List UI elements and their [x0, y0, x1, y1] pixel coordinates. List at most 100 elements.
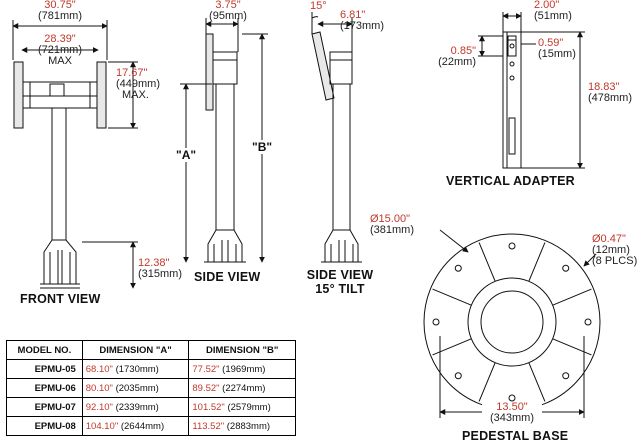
table-row: EPMU-07 92.10" (2339mm) 101.52" (2579mm)	[6, 397, 296, 417]
table-row: EPMU-08 104.10" (2644mm) 113.52" (2883mm…	[6, 416, 296, 436]
dimension-b-cell: 113.52" (2883mm)	[188, 416, 296, 436]
dimension-b-inch: 113.52"	[192, 420, 225, 432]
header-dimension-a: DIMENSION "A"	[81, 340, 190, 360]
front-view-caption: FRONT VIEW	[20, 292, 101, 306]
front-mount-dimension: 28.39" (721mm) MAX	[30, 34, 90, 67]
base-width-dimension: 13.50" (343mm)	[482, 402, 542, 424]
dimension-b-metric: (2274mm)	[222, 382, 266, 394]
dimension-b-cell: 89.52" (2274mm)	[188, 378, 296, 398]
tilt-caption-line-2: 15° TILT	[315, 282, 365, 296]
mounting-hole	[584, 318, 592, 326]
tilt-depth-dimension: 6.81" (173mm)	[340, 10, 384, 32]
side-depth-dimension: 3.75" (95mm)	[198, 0, 258, 22]
front-height-dimension: 17.67" (449mm) MAX.	[116, 68, 160, 101]
base-rib	[478, 362, 496, 402]
table-row: EPMU-05 68.10" (1730mm) 77.52" (1969mm)	[6, 359, 296, 379]
side-label-a: "A"	[176, 148, 197, 162]
front-height-inch: 17.67"	[116, 67, 148, 79]
model-dimension-table: MODEL NO. DIMENSION "A" DIMENSION "B" EP…	[6, 340, 296, 436]
dimension-b-metric: (2883mm)	[226, 420, 271, 432]
dimension-b-metric: (1969mm)	[222, 363, 266, 375]
dimension-b-inch: 89.52"	[192, 382, 220, 394]
front-width-metric: (781mm)	[37, 10, 82, 22]
adapter-slot-dimension: 0.59" (15mm)	[538, 38, 576, 60]
base-caption: PEDESTAL BASE	[462, 429, 569, 443]
tilt-depth-inch: 6.81"	[340, 9, 366, 21]
base-hole-dimension: Ø0.47" (12mm) (8 PLCS)	[592, 234, 637, 267]
front-mount-note: MAX	[48, 55, 72, 67]
front-mount-inch: 28.39"	[44, 33, 76, 45]
header-model: MODEL NO.	[6, 340, 83, 360]
mounting-hole	[432, 318, 440, 326]
dimension-a-cell: 80.10" (2035mm)	[81, 378, 190, 398]
base-rib	[432, 338, 472, 356]
base-width-metric: (343mm)	[489, 412, 534, 424]
dimension-a-metric: (2035mm)	[115, 382, 159, 394]
adapter-width-metric: (51mm)	[534, 10, 572, 22]
model-cell: EPMU-06	[6, 378, 83, 398]
side-depth-inch: 3.75"	[215, 0, 241, 11]
dimension-a-cell: 92.10" (2339mm)	[81, 397, 190, 417]
adapter-offset-dimension: 0.85" (22mm)	[430, 46, 476, 68]
adapter-height-inch: 18.83"	[588, 81, 620, 93]
adapter-height-metric: (478mm)	[588, 92, 633, 104]
model-cell: EPMU-07	[6, 397, 83, 417]
front-view-drawing	[12, 20, 138, 289]
base-rib	[478, 242, 496, 282]
front-width-dimension: 30.75" (781mm)	[30, 0, 90, 22]
adapter-width-dimension: 2.00" (51mm)	[534, 0, 572, 22]
mounting-hole	[562, 264, 570, 272]
base-hole-inch: Ø0.47"	[592, 233, 626, 245]
tilt-view-caption: SIDE VIEW 15° TILT	[300, 268, 380, 296]
front-base-inch: 12.38"	[138, 257, 170, 269]
vertical-adapter-drawing	[478, 12, 585, 169]
tilt-angle: 15°	[310, 0, 327, 12]
dimension-b-metric: (2579mm)	[227, 401, 271, 413]
dimension-a-metric: (2644mm)	[120, 420, 165, 432]
front-base-dimension: 12.38" (315mm)	[138, 258, 182, 280]
dimension-a-metric: (1730mm)	[115, 363, 159, 375]
base-hole-metric: (12mm)	[592, 244, 630, 256]
tilt-depth-metric: (173mm)	[340, 20, 385, 32]
dimension-a-inch: 80.10"	[85, 382, 113, 394]
base-diameter-dimension: Ø15.00" (381mm)	[370, 214, 414, 236]
table-header-row: MODEL NO. DIMENSION "A" DIMENSION "B"	[6, 340, 296, 360]
adapter-slot-metric: (15mm)	[538, 48, 576, 60]
front-base-metric: (315mm)	[138, 268, 183, 280]
base-rib	[552, 288, 592, 306]
adapter-height-dimension: 18.83" (478mm)	[588, 82, 632, 104]
base-hole-note: (8 PLCS)	[592, 255, 638, 267]
model-cell: EPMU-05	[6, 359, 83, 379]
adapter-caption: VERTICAL ADAPTER	[446, 174, 575, 188]
base-rib	[552, 338, 592, 356]
model-cell: EPMU-08	[6, 416, 83, 436]
front-mount-metric: (721mm)	[37, 44, 82, 56]
dimension-b-inch: 101.52"	[192, 401, 225, 413]
base-diameter-inch: Ø15.00"	[370, 213, 410, 225]
tilt-view-drawing	[311, 12, 362, 263]
dimension-b-inch: 77.52"	[192, 363, 220, 375]
adapter-width-inch: 2.00"	[534, 0, 560, 11]
side-view-caption: SIDE VIEW	[194, 270, 261, 284]
base-width-inch: 13.50"	[496, 401, 528, 413]
dimension-a-metric: (2339mm)	[115, 401, 159, 413]
dimension-a-inch: 92.10"	[85, 401, 113, 413]
dimension-b-cell: 101.52" (2579mm)	[188, 397, 296, 417]
dimension-a-inch: 104.10"	[85, 420, 119, 432]
mounting-hole	[454, 264, 462, 272]
table-row: EPMU-06 80.10" (2035mm) 89.52" (2274mm)	[6, 378, 296, 398]
mounting-hole	[508, 394, 516, 402]
front-height-note: MAX.	[122, 89, 149, 101]
header-dimension-b: DIMENSION "B"	[188, 340, 296, 360]
base-rib	[528, 362, 546, 402]
base-diameter-metric: (381mm)	[370, 224, 415, 236]
base-rib	[432, 288, 472, 306]
dimension-b-cell: 77.52" (1969mm)	[188, 359, 296, 379]
adapter-offset-inch: 0.85"	[450, 45, 476, 57]
adapter-offset-metric: (22mm)	[438, 56, 476, 68]
tilt-caption-line-1: SIDE VIEW	[306, 268, 374, 282]
side-label-b: "B"	[252, 140, 273, 154]
mounting-hole	[562, 372, 570, 380]
mounting-hole	[454, 372, 462, 380]
